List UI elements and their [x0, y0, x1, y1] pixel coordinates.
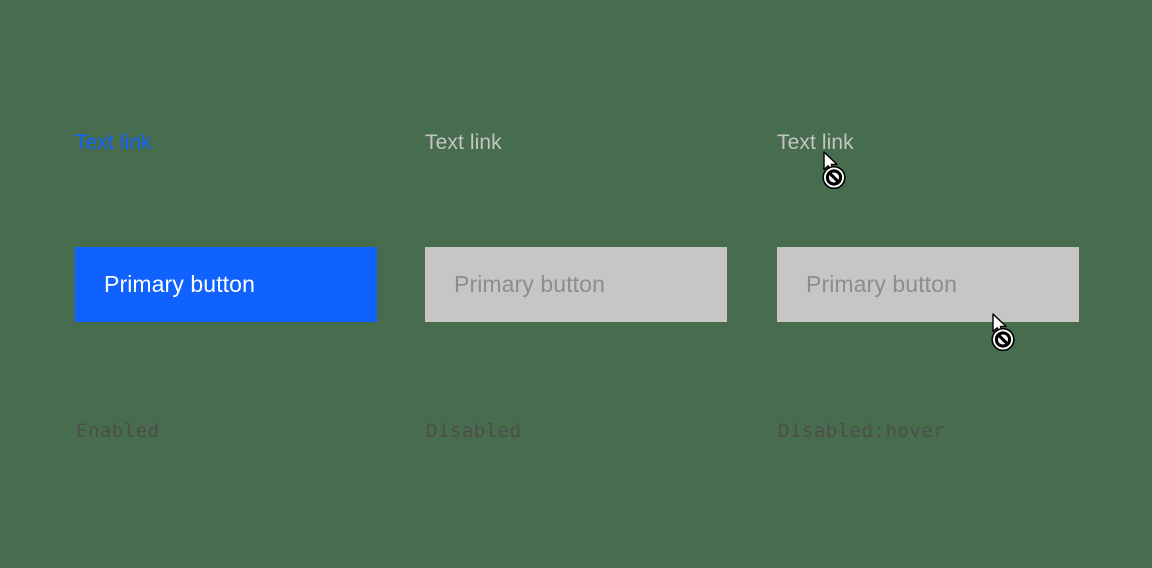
primary-button-disabled[interactable]: Primary button: [425, 247, 727, 322]
text-link-disabled-hover[interactable]: Text link: [777, 131, 854, 154]
text-link-disabled[interactable]: Text link: [425, 131, 502, 154]
state-column-disabled: Text link Primary button Disabled: [425, 0, 727, 568]
primary-button-enabled[interactable]: Primary button: [75, 247, 377, 322]
state-column-enabled: Text link Primary button Enabled: [75, 0, 377, 568]
text-link-enabled[interactable]: Text link: [75, 131, 152, 154]
state-caption-disabled: Disabled: [426, 420, 522, 442]
not-allowed-cursor-icon: [822, 151, 846, 190]
not-allowed-cursor-icon: [991, 313, 1015, 352]
state-column-disabled-hover: Text link Primary button Disabled:hover: [777, 0, 1079, 568]
primary-button-disabled-hover[interactable]: Primary button: [777, 247, 1079, 322]
state-caption-disabled-hover: Disabled:hover: [778, 420, 946, 442]
state-caption-enabled: Enabled: [76, 420, 160, 442]
